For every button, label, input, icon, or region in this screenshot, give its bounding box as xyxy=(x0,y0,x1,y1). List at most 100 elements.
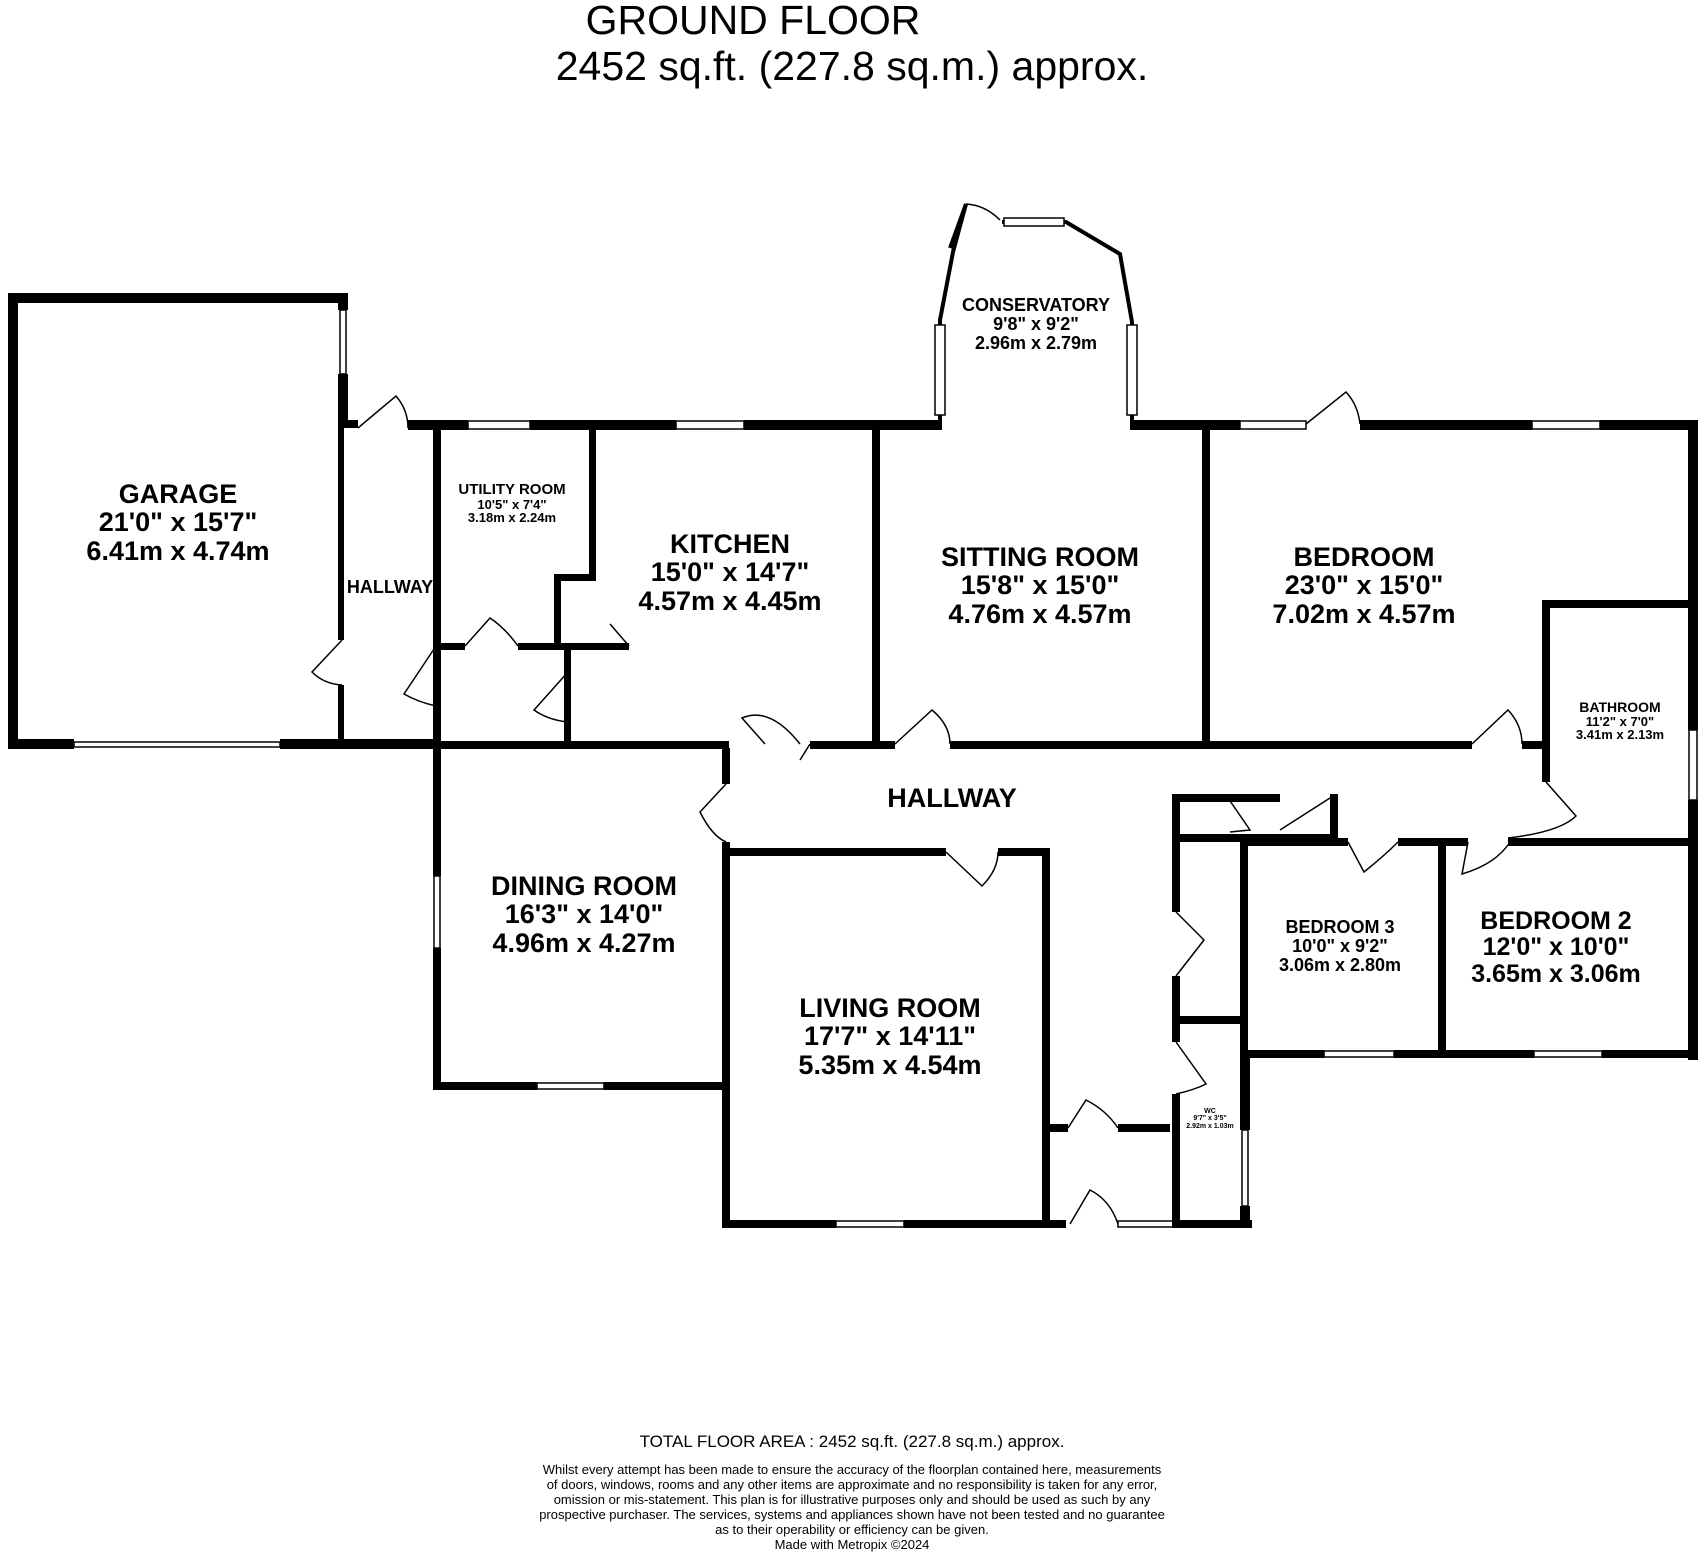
room-metric: 2.96m x 2.79m xyxy=(974,332,1098,353)
garage-wall-bottom-right xyxy=(280,739,440,749)
credit: Made with Metropix ©2024 xyxy=(774,1537,930,1552)
room-name: HALLWAY xyxy=(887,783,1017,813)
garage-door xyxy=(73,741,281,748)
wc-window xyxy=(1241,1129,1249,1207)
disclaimer-line: of doors, windows, rooms and any other i… xyxy=(546,1477,1158,1492)
room-metric: 2.92m x 1.03m xyxy=(1186,1122,1234,1130)
windows xyxy=(73,309,1698,1228)
wc-top xyxy=(1172,1016,1248,1024)
dining-right xyxy=(722,748,730,784)
room-label-bedroom: BEDROOM 23'0" x 15'0" 7.02m x 4.57m xyxy=(1272,543,1455,628)
closet-door xyxy=(609,623,630,647)
bed-divider xyxy=(1438,838,1446,1050)
garage-wall-right-top xyxy=(338,293,348,310)
utility-kitchen-wall xyxy=(589,430,596,574)
utility-door xyxy=(464,617,519,647)
living-door xyxy=(945,851,999,888)
porch-door xyxy=(1067,1099,1119,1129)
east-wall-bath xyxy=(1688,600,1698,730)
room-label-living: LIVING ROOM 17'7" x 14'11" 5.35m x 4.54m xyxy=(798,994,981,1079)
top-row-south-3 xyxy=(950,741,1472,749)
room-metric: 4.96m x 4.27m xyxy=(492,927,676,958)
room-label-kitchen: KITCHEN 15'0" x 14'7" 4.57m x 4.45m xyxy=(638,530,821,615)
cupboard-top xyxy=(1172,794,1280,802)
wc-right-lower xyxy=(1240,1206,1250,1228)
dining-bottom-right xyxy=(604,1082,730,1090)
kitchen-window xyxy=(675,420,745,430)
bed3-top-right xyxy=(1398,838,1468,846)
room-name: DINING ROOM xyxy=(491,871,677,901)
garage-wall-right-lower xyxy=(338,420,344,640)
store-left-lower xyxy=(1172,976,1180,1042)
dining-window-left xyxy=(433,875,441,949)
sitting-door xyxy=(894,709,951,745)
room-label-hallway: HALLWAY xyxy=(887,783,1017,813)
plan-title: GROUND FLOOR xyxy=(585,0,921,43)
bedroom-hall-door xyxy=(1471,708,1523,745)
room-imperial: 10'5" x 7'4" xyxy=(477,496,547,512)
porch-top-left xyxy=(1050,1124,1068,1132)
bed2-door xyxy=(1461,841,1511,876)
utility-window xyxy=(467,420,531,430)
dining-left-lower xyxy=(433,948,441,1090)
kitchen-lower-door xyxy=(532,671,569,723)
bath-left xyxy=(1542,600,1550,782)
conservatory-door-leaf xyxy=(948,203,968,249)
bed2-window xyxy=(1533,1050,1603,1058)
kitchen-hall-door xyxy=(740,714,801,745)
garage-window xyxy=(339,309,347,375)
bed-bottom-1 xyxy=(1240,1050,1324,1058)
room-name: CONSERVATORY xyxy=(961,295,1111,315)
room-imperial: 10'0" x 9'2" xyxy=(1292,935,1388,956)
room-label-bedroom3: BEDROOM 3 10'0" x 9'2" 3.06m x 2.80m xyxy=(1279,918,1401,975)
room-label-dining: DINING ROOM 16'3" x 14'0" 4.96m x 4.27m xyxy=(491,872,677,957)
room-metric: 4.76m x 4.57m xyxy=(948,598,1132,629)
porch-window xyxy=(1117,1220,1175,1228)
room-metric: 7.02m x 4.57m xyxy=(1272,598,1456,629)
room-metric: 5.35m x 4.54m xyxy=(798,1049,982,1080)
utility-bottom-left xyxy=(433,643,465,650)
wc-door xyxy=(1175,1041,1208,1095)
cupboard-door-1 xyxy=(1227,797,1252,833)
conservatory-door-swing xyxy=(965,203,1001,221)
kitchen-sitting-wall xyxy=(872,430,880,748)
wc-left-lower xyxy=(1172,1094,1180,1228)
bed2-top xyxy=(1510,838,1698,846)
top-row-south-2 xyxy=(810,741,895,749)
walls xyxy=(8,293,1698,1228)
room-metric: 6.41m x 4.74m xyxy=(86,535,270,566)
room-label-bedroom2: BEDROOM 2 12'0" x 10'0" 3.65m x 3.06m xyxy=(1471,908,1641,987)
garage-wall-left xyxy=(8,293,18,749)
store-right xyxy=(1240,842,1248,1058)
bedroom-ext-door xyxy=(1305,390,1361,425)
room-imperial: 15'0" x 14'7" xyxy=(650,557,810,588)
garage-wall-right-bottom xyxy=(338,685,344,749)
room-label-conservatory: CONSERVATORY 9'8" x 9'2" 2.96m x 2.79m xyxy=(962,296,1110,353)
room-imperial: 16'3" x 14'0" xyxy=(504,899,664,930)
bed-bottom-3 xyxy=(1602,1050,1698,1058)
closet-left xyxy=(554,574,561,650)
room-metric: 3.18m x 2.24m xyxy=(467,510,557,526)
closet-bottom xyxy=(554,643,629,650)
north-wall-6 xyxy=(1360,420,1532,430)
bed3-top-left xyxy=(1248,838,1348,846)
kitchen-hall-door-b xyxy=(799,743,811,761)
dining-right-lower xyxy=(722,842,730,1090)
north-wall-5 xyxy=(1130,420,1240,430)
doors xyxy=(310,390,1578,1225)
room-name: BEDROOM xyxy=(1293,542,1435,572)
garage-wall-top xyxy=(8,293,348,303)
room-imperial: 21'0" x 15'7" xyxy=(98,507,258,538)
bath-window xyxy=(1688,729,1698,801)
room-imperial: 9'8" x 9'2" xyxy=(993,313,1079,334)
bath-top xyxy=(1542,600,1698,608)
room-imperial: 11'2" x 7'0" xyxy=(1585,713,1655,729)
room-imperial: 9'7" x 3'5" xyxy=(1193,1115,1227,1123)
living-right xyxy=(1042,848,1050,1228)
east-wall-bed2 xyxy=(1688,840,1698,1060)
north-wall-2 xyxy=(408,420,468,430)
living-left xyxy=(722,1082,730,1228)
living-top-left xyxy=(730,848,946,856)
top-row-south-4 xyxy=(1522,741,1542,749)
